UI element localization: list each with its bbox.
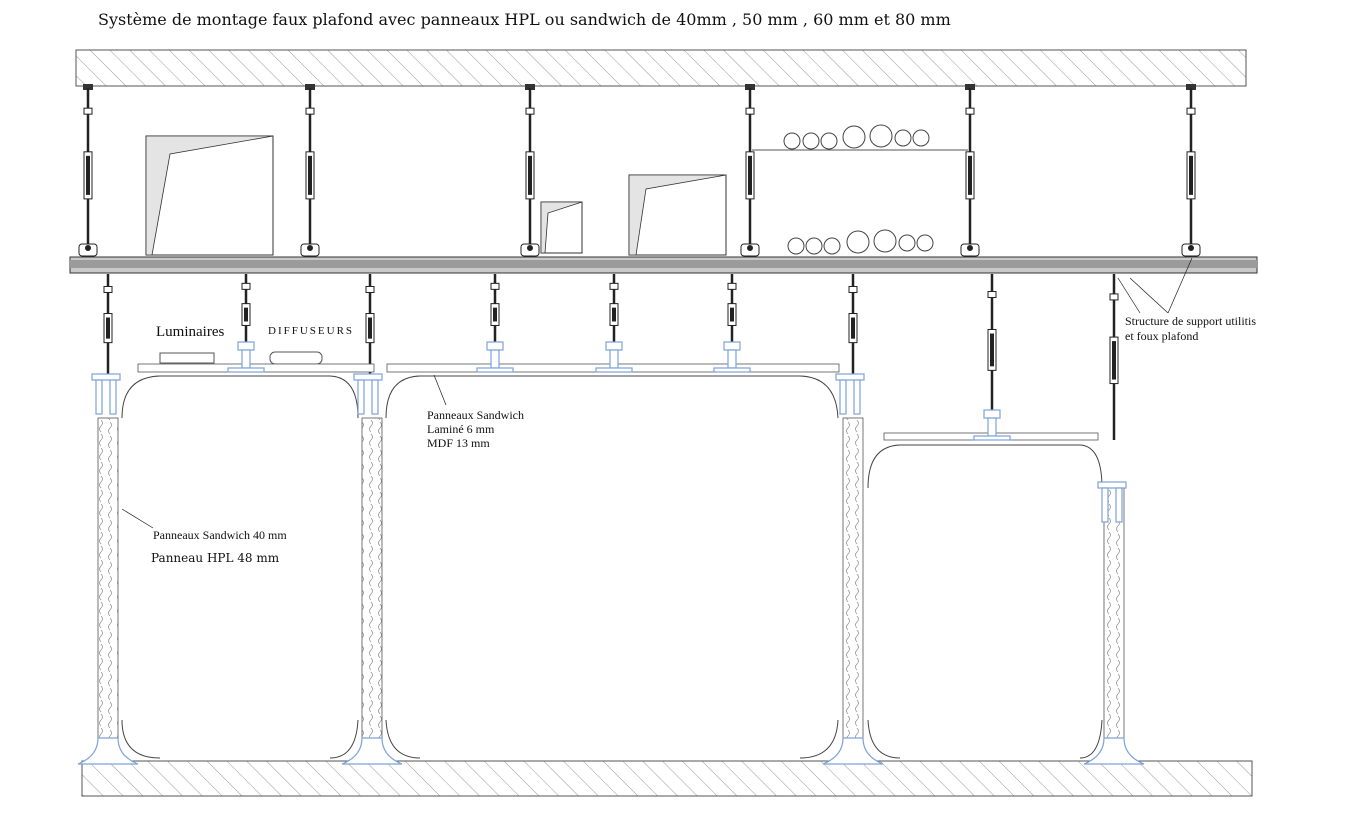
pipe xyxy=(802,132,820,150)
pipe xyxy=(805,237,823,255)
pipe xyxy=(787,237,805,255)
pipe-bundle xyxy=(783,124,934,255)
hanger-rod xyxy=(1181,88,1201,257)
hanger-rod xyxy=(300,88,320,257)
hanger-rod xyxy=(1109,274,1119,440)
light-fixture xyxy=(159,352,215,364)
lower-hangers xyxy=(103,274,1119,440)
hanger-rod xyxy=(960,88,980,257)
ceiling-slab xyxy=(75,49,1247,87)
anchor-plate xyxy=(525,84,535,90)
anchor-plate xyxy=(83,84,93,90)
air-duct-small xyxy=(540,201,583,254)
bottom-profile xyxy=(822,737,884,765)
hanger-rod xyxy=(103,274,113,378)
aluminium-profiles xyxy=(77,341,1145,765)
upper-hangers xyxy=(78,84,1201,257)
wall-panel xyxy=(361,417,383,743)
hanger-rod xyxy=(727,274,737,352)
bottom-profile xyxy=(1083,737,1145,765)
top-profile xyxy=(1097,481,1127,523)
floor-slab xyxy=(81,760,1253,797)
t-profile xyxy=(713,341,751,373)
wall-panel xyxy=(842,417,864,743)
pipe xyxy=(894,129,912,147)
bottom-profile xyxy=(77,737,139,765)
top-profile xyxy=(835,373,865,415)
hanger-rod xyxy=(609,274,619,352)
ceiling-panels xyxy=(137,363,1099,441)
support-beam xyxy=(69,256,1258,274)
panneaux-sandwich-top-label-2: Laminé 6 mm xyxy=(427,422,495,436)
pipe xyxy=(898,234,916,252)
structure-label-2: et foux plafond xyxy=(1125,329,1198,343)
air-duct-large-left xyxy=(145,135,274,256)
diffuser xyxy=(269,351,323,365)
pipe xyxy=(846,230,870,254)
panneaux-sandwich-top-label-3: MDF 13 mm xyxy=(427,436,490,450)
pipe xyxy=(823,237,841,255)
t-profile xyxy=(595,341,633,373)
pipe xyxy=(912,129,930,147)
pipe xyxy=(916,234,934,252)
diffuseurs-label: DIFFUSEURS xyxy=(268,325,354,337)
air-duct-medium xyxy=(628,174,727,256)
t-profile xyxy=(973,409,1011,441)
hanger-rod xyxy=(848,274,858,378)
anchor-plate xyxy=(965,84,975,90)
t-profile xyxy=(227,341,265,373)
pipe xyxy=(783,132,801,150)
hanger-rod xyxy=(241,274,251,352)
diagram-title: Système de montage faux plafond avec pan… xyxy=(98,10,951,29)
hanger-rod xyxy=(365,274,375,378)
hanger-rod xyxy=(490,274,500,352)
hanger-rod xyxy=(520,88,540,257)
hanger-rod xyxy=(740,88,760,257)
bottom-profile xyxy=(341,737,403,765)
pipe xyxy=(820,132,838,150)
hanger-rod xyxy=(987,274,997,420)
structure-label-1: Structure de support utilitis xyxy=(1125,314,1256,328)
hanger-rod xyxy=(78,88,98,257)
pipe xyxy=(873,229,897,253)
anchor-plate xyxy=(305,84,315,90)
anchor-plate xyxy=(745,84,755,90)
wall-panel xyxy=(1103,487,1125,743)
anchor-plate xyxy=(1186,84,1196,90)
t-profile xyxy=(476,341,514,373)
panneau-hpl-48-label: Panneau HPL 48 mm xyxy=(151,551,280,565)
top-profile xyxy=(353,373,383,415)
luminaires-label: Luminaires xyxy=(156,324,224,340)
wall-panels xyxy=(97,417,1125,743)
wall-panel xyxy=(97,417,119,743)
pipe xyxy=(869,124,893,148)
panneaux-sandwich-top-label-1: Panneaux Sandwich xyxy=(427,408,524,422)
panneaux-sandwich-40-label: Panneaux Sandwich 40 mm xyxy=(153,528,287,542)
pipe xyxy=(842,125,866,149)
room-enclosures xyxy=(121,375,1103,759)
top-profile xyxy=(91,373,121,415)
leader-lines xyxy=(121,257,1193,529)
